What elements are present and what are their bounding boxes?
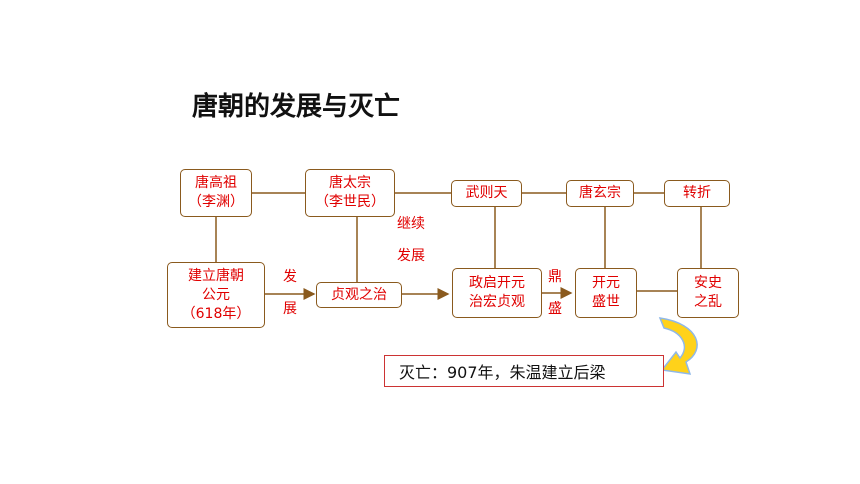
label-fazhan-2: 展	[283, 301, 297, 317]
node-zhenguan: 贞观之治	[316, 282, 402, 308]
node-gaozu: 唐高祖 （李渊）	[180, 169, 252, 217]
label-dingsheng-2: 盛	[548, 301, 562, 317]
fall-box: 灭亡：907年，朱温建立后梁	[384, 355, 664, 387]
node-taizong: 唐太宗 （李世民）	[305, 169, 395, 217]
node-xuanzong: 唐玄宗	[566, 180, 634, 207]
label-dingsheng-1: 鼎	[548, 269, 562, 285]
node-kaiyuan: 开元 盛世	[575, 268, 637, 318]
node-founding: 建立唐朝 公元 （618年）	[167, 262, 265, 328]
label-fazhan-1: 发	[283, 269, 297, 285]
node-wuzetian: 武则天	[451, 180, 522, 207]
label-fazhan: 发展	[397, 248, 425, 264]
curved-arrow-icon	[658, 317, 698, 375]
node-yonghui: 政启开元 治宏贞观	[452, 268, 542, 318]
node-zhuanzhe: 转折	[664, 180, 730, 207]
page-title: 唐朝的发展与灭亡	[192, 92, 401, 122]
node-anshi: 安史 之乱	[677, 268, 739, 318]
label-jixu: 继续	[397, 216, 425, 232]
